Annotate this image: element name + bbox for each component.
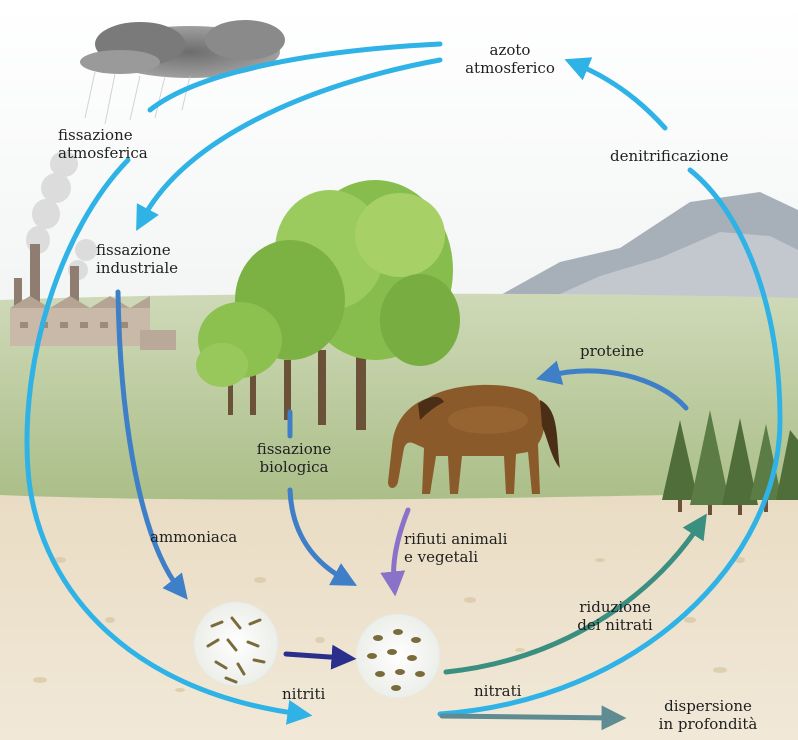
label-denitrificazione: denitrificazione — [610, 147, 780, 165]
label-nitrati: nitrati — [474, 682, 544, 700]
label-ammoniaca: ammoniaca — [150, 528, 270, 546]
label-proteine: proteine — [580, 342, 660, 360]
label-nitriti: nitriti — [282, 685, 352, 703]
arrow-dispersione — [442, 716, 614, 718]
